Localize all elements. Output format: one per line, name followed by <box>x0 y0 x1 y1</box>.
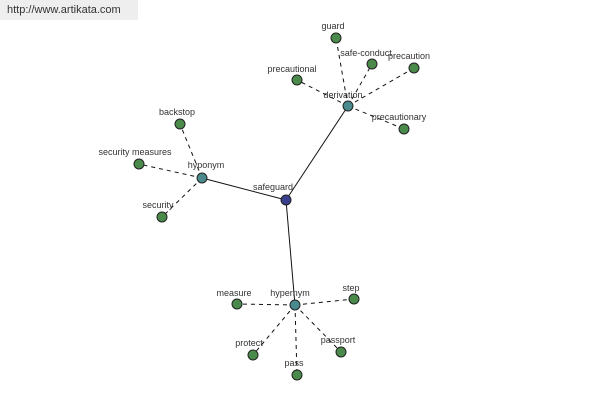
leaf-precautionary-label[interactable]: precautionary <box>372 112 427 122</box>
leaf-precautionary-node[interactable] <box>398 123 410 135</box>
site-url[interactable]: http://www.artikata.com <box>7 4 121 16</box>
relation-hypernym-node[interactable] <box>289 299 301 311</box>
leaf-backstop-label[interactable]: backstop <box>159 107 195 117</box>
leaf-precautional-label[interactable]: precautional <box>267 64 316 74</box>
leaf-pass-label[interactable]: pass <box>284 358 304 368</box>
url-bar: http://www.artikata.com <box>0 0 138 20</box>
leaf-security-measures-node[interactable] <box>133 158 145 170</box>
edge-hyponym-backstop <box>179 123 203 179</box>
node-layer <box>133 32 420 381</box>
relation-derivation-node[interactable] <box>342 100 354 112</box>
relation-derivation-label[interactable]: derivation <box>323 90 362 100</box>
leaf-security-label[interactable]: security <box>142 200 174 210</box>
leaf-precautional-node[interactable] <box>291 74 303 86</box>
edge-derivation-safe-conduct <box>347 63 373 107</box>
relation-hyponym-label[interactable]: hyponym <box>188 160 225 170</box>
relation-hyponym-node[interactable] <box>196 172 208 184</box>
edge-center-hypernym <box>285 199 296 306</box>
leaf-security-node[interactable] <box>156 211 168 223</box>
edge-hyponym-security-measures <box>138 163 203 179</box>
leaf-protect-node[interactable] <box>247 349 259 361</box>
leaf-backstop-node[interactable] <box>174 118 186 130</box>
relation-hypernym-label[interactable]: hypernym <box>270 288 310 298</box>
leaf-pass-node[interactable] <box>291 369 303 381</box>
edge-center-hyponym <box>201 177 287 201</box>
leaf-security-measures-label[interactable]: security measures <box>98 147 172 157</box>
leaf-safe-conduct-label[interactable]: safe-conduct <box>340 48 392 58</box>
leaf-step-label[interactable]: step <box>342 283 359 293</box>
leaf-safe-conduct-node[interactable] <box>366 58 378 70</box>
leaf-guard-label[interactable]: guard <box>321 21 344 31</box>
edge-layer <box>138 37 415 376</box>
edge-hypernym-passport <box>294 304 342 353</box>
center-safeguard-label[interactable]: safeguard <box>253 182 293 192</box>
edge-derivation-guard <box>335 37 349 107</box>
leaf-precaution-node[interactable] <box>408 62 420 74</box>
leaf-guard-node[interactable] <box>330 32 342 44</box>
edge-hypernym-pass <box>294 304 298 376</box>
edge-hypernym-measure <box>236 303 296 306</box>
edge-hyponym-security <box>161 177 203 218</box>
leaf-step-node[interactable] <box>348 293 360 305</box>
edge-center-derivation <box>285 105 349 201</box>
leaf-measure-node[interactable] <box>231 298 243 310</box>
edge-derivation-precautionary <box>347 105 405 130</box>
leaf-passport-node[interactable] <box>335 346 347 358</box>
label-layer: backstop security measures security hyponym… <box>98 21 430 368</box>
edge-derivation-precautional <box>296 79 349 107</box>
leaf-protect-label[interactable]: protect <box>235 338 263 348</box>
edge-hypernym-step <box>294 298 355 306</box>
center-safeguard-node[interactable] <box>280 194 292 206</box>
leaf-passport-label[interactable]: passport <box>321 335 356 345</box>
leaf-precaution-label[interactable]: precaution <box>388 51 430 61</box>
edge-derivation-precaution <box>347 67 415 107</box>
edge-hypernym-protect <box>252 304 296 356</box>
leaf-measure-label[interactable]: measure <box>216 288 251 298</box>
